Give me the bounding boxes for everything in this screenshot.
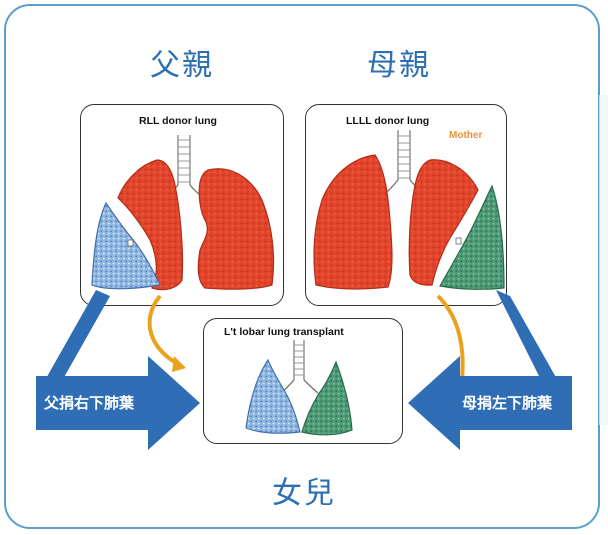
mother-label: 母親: [367, 48, 431, 83]
father-bronchus-stump: [127, 239, 134, 247]
father-curve-arrowhead: [172, 356, 186, 372]
side-edge: [599, 95, 608, 425]
father-left-lung: [197, 168, 275, 290]
recipient-green-lobe: [301, 360, 353, 436]
recipient-panel: L't lobar lung transplant: [203, 318, 403, 444]
mother-tag: Mother: [449, 130, 483, 141]
mother-donation-arrow: [408, 290, 572, 450]
father-curve-arrow: [147, 294, 181, 367]
mother-right-lung: [313, 154, 393, 290]
father-right-lung: [117, 159, 184, 291]
mother-left-lung: [408, 159, 479, 286]
father-blue-lobe: [91, 201, 161, 290]
daughter-label: 女兒: [272, 476, 336, 511]
recipient-panel-label: L't lobar lung transplant: [224, 326, 344, 338]
mother-panel-label: LLLL donor lung: [346, 115, 430, 127]
mother-bronchus-stump: [455, 237, 462, 245]
father-donation-arrow: [36, 290, 200, 450]
father-panel-label: RLL donor lung: [139, 115, 217, 127]
recipient-blue-lobe: [245, 358, 301, 434]
recipient-trachea: [279, 340, 319, 395]
father-arrow-label: 父捐右下肺葉: [44, 394, 135, 412]
mother-arrow-label: 母捐左下肺葉: [462, 394, 553, 412]
mother-green-lobe: [439, 184, 505, 290]
father-label: 父親: [150, 48, 214, 83]
